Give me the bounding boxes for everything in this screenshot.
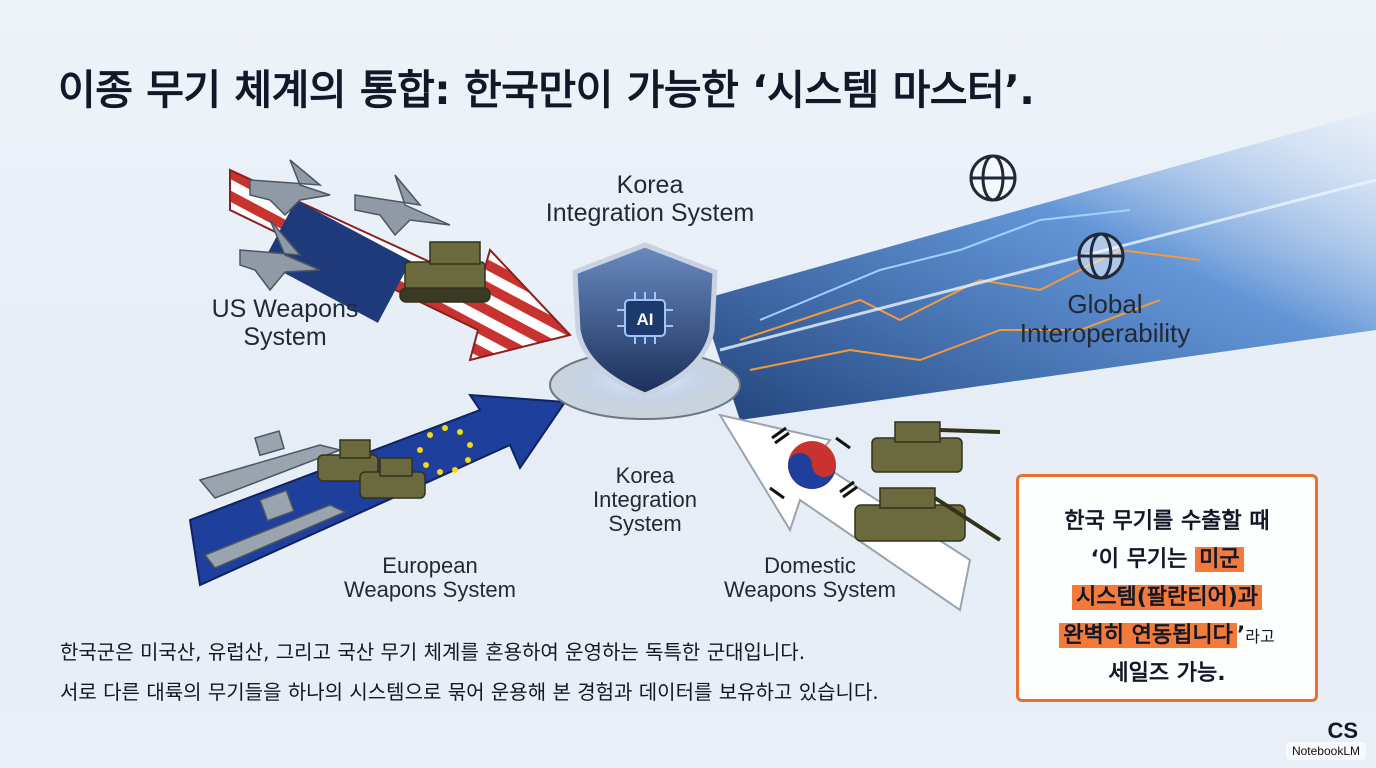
callout-highlight: 미군	[1195, 547, 1244, 572]
tank-icon	[399, 241, 491, 303]
circuit-icon	[617, 292, 673, 344]
callout-text: ‘이 무기는	[1090, 547, 1196, 572]
label-line: Weapons System	[343, 577, 516, 603]
label-line: Domestic	[764, 553, 856, 578]
label-line: Korea	[615, 463, 675, 488]
callout-line-1: 한국 무기를 수출할 때	[1064, 509, 1270, 534]
us-weapons-label: US Weapons System	[180, 295, 390, 351]
label-line: Global	[1067, 289, 1143, 319]
callout-line-5: 세일즈 가능.	[1108, 661, 1226, 686]
domestic-weapons-label: Domestic Weapons System	[700, 553, 920, 603]
fighter-jet-icon	[249, 159, 331, 217]
page-title: 이종 무기 체계의 통합: 한국만이 가능한 ‘시스템 마스터’.	[58, 66, 1035, 114]
label-line: Weapons System	[723, 577, 896, 603]
label-line: System	[608, 511, 682, 537]
callout-line-4: 완벽히 연동됩니다’라고	[1019, 617, 1315, 649]
global-interoperability-label: Global Interoperability	[985, 290, 1225, 347]
callout-text: ’	[1236, 623, 1246, 648]
korea-integration-label-top: Korea Integration System	[480, 171, 820, 227]
shield-ai-text: AI	[637, 310, 654, 329]
tank-icon	[854, 487, 1002, 542]
label-line: US Weapons	[211, 295, 359, 323]
callout-line-2: ‘이 무기는 미군	[1019, 541, 1315, 573]
corner-logo: CS	[1327, 718, 1358, 743]
notebooklm-watermark: NotebookLM	[1285, 742, 1366, 760]
global-interoperability-beam	[700, 110, 1376, 420]
label-line: Korea	[616, 171, 684, 199]
label-line: Integration System	[545, 198, 755, 227]
globe-icon	[1077, 232, 1125, 280]
label-line: Interoperability	[1019, 317, 1191, 348]
tank-icon	[359, 457, 426, 499]
sales-callout-box: 한국 무기를 수출할 때 ‘이 무기는 미군 시스템(팔란티어)과 완벽히 연동…	[1016, 474, 1318, 702]
label-line: System	[243, 322, 327, 351]
shield-icon: AI	[549, 242, 741, 420]
body-text-line-1: 한국군은 미국산, 유럽산, 그리고 국산 무기 체계를 혼용하여 운영하는 독…	[60, 640, 806, 664]
globe-icon	[969, 154, 1017, 202]
label-line: European	[382, 553, 478, 578]
callout-line-3: 시스템(팔란티어)과	[1019, 579, 1315, 611]
domestic-weapons-arrow	[717, 413, 972, 612]
fighter-jet-icon	[354, 174, 451, 237]
callout-highlight: 완벽히 연동됩니다	[1059, 623, 1237, 648]
label-line: Integration	[593, 487, 697, 513]
fighter-jet-icon	[239, 219, 321, 292]
korea-integration-label-center: Korea Integration System	[545, 463, 745, 537]
tank-icon	[871, 421, 1001, 473]
european-weapons-label: European Weapons System	[320, 553, 540, 603]
callout-text: 라고	[1245, 627, 1275, 646]
body-text-line-2: 서로 다른 대륙의 무기들을 하나의 시스템으로 묶어 운용해 본 경험과 데이…	[60, 680, 879, 704]
warship-icon	[203, 489, 347, 569]
callout-highlight: 시스템(팔란티어)과	[1071, 585, 1263, 610]
